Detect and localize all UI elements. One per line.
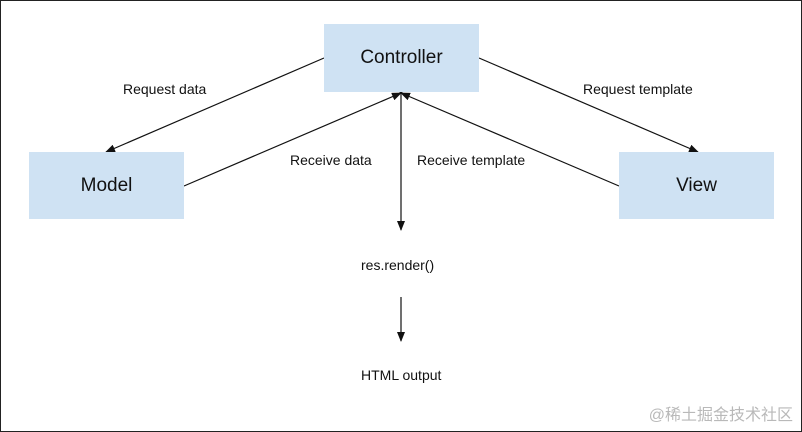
watermark: @稀土掘金技术社区 [648,407,793,424]
arrow-receive-data [183,92,402,187]
model-node: Model [29,152,184,219]
request-template-label: Request template [583,81,693,97]
html-output-label: HTML output [361,367,442,383]
arrow-receive-template [400,92,620,187]
model-label: Model [80,174,133,196]
controller-node: Controller [324,24,479,92]
receive-data-label: Receive data [290,152,372,168]
view-label: View [676,174,717,196]
res-render-label: res.render() [361,257,435,273]
controller-label: Controller [360,47,443,68]
arrow-request-data [105,57,325,153]
arrow-request-template [478,57,699,153]
receive-template-label: Receive template [417,152,526,168]
request-data-label: Request data [123,81,207,97]
view-node: View [619,152,774,219]
